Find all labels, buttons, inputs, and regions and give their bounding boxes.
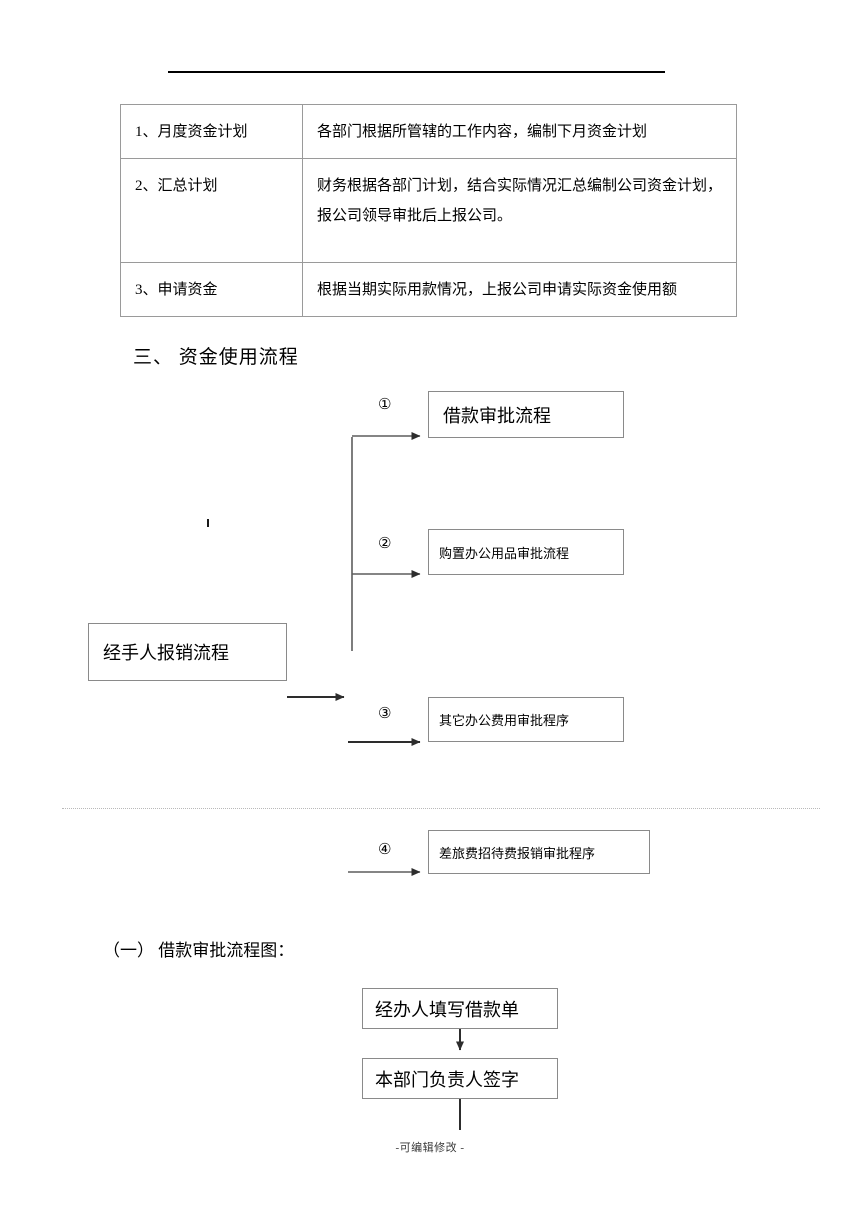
plan-desc-3: 根据当期实际用款情况，上报公司申请实际资金使用额 — [302, 262, 737, 317]
plan-item-2: 2、汇总计划 — [120, 158, 303, 263]
funding-plan-table: 1、月度资金计划 各部门根据所管辖的工作内容，编制下月资金计划 2、汇总计划 财… — [120, 104, 737, 317]
header-rule — [168, 71, 665, 73]
stray-ink-mark — [207, 519, 209, 527]
section-heading: 三、 资金使用流程 — [133, 347, 299, 368]
branch-marker-3: ③ — [378, 704, 392, 722]
flow-box-handler-reimbursement: 经手人报销流程 — [88, 623, 287, 681]
subsection-heading: （一） 借款审批流程图： — [103, 941, 295, 960]
flow-box-label: 购置办公用品审批流程 — [439, 545, 570, 561]
flow-box-label: 其它办公费用审批程序 — [439, 713, 570, 728]
flow-box-label: 差旅费招待费报销审批程序 — [439, 845, 596, 861]
branch-marker-4: ④ — [378, 840, 392, 858]
flow-step-label: 经办人填写借款单 — [375, 999, 519, 1020]
flow-step-fill-loan-form: 经办人填写借款单 — [362, 988, 558, 1029]
branch-marker-2: ② — [378, 534, 392, 552]
flow-box-loan-approval: 借款审批流程 — [428, 391, 624, 438]
branch-marker-1: ① — [378, 395, 392, 413]
plan-desc-2: 财务根据各部门计划，结合实际情况汇总编制公司资金计划，报公司领导审批后上报公司。 — [302, 158, 737, 263]
flow-box-label: 经手人报销流程 — [103, 643, 229, 663]
table-row: 3、申请资金 根据当期实际用款情况，上报公司申请实际资金使用额 — [120, 262, 737, 317]
flow-box-office-supplies: 购置办公用品审批流程 — [428, 529, 624, 575]
plan-item-3: 3、申请资金 — [120, 262, 303, 317]
plan-item-1: 1、月度资金计划 — [120, 104, 303, 159]
flow-step-label: 本部门负责人签字 — [375, 1069, 519, 1090]
flow-step-department-head-sign: 本部门负责人签字 — [362, 1058, 558, 1099]
page-break-divider — [62, 808, 820, 809]
flow-box-other-office-expense: 其它办公费用审批程序 — [428, 697, 624, 742]
plan-desc-1: 各部门根据所管辖的工作内容，编制下月资金计划 — [302, 104, 737, 159]
table-row: 2、汇总计划 财务根据各部门计划，结合实际情况汇总编制公司资金计划，报公司领导审… — [120, 158, 737, 263]
flow-box-label: 借款审批流程 — [443, 405, 551, 426]
table-row: 1、月度资金计划 各部门根据所管辖的工作内容，编制下月资金计划 — [120, 104, 737, 159]
flow-box-travel-entertainment: 差旅费招待费报销审批程序 — [428, 830, 650, 874]
page-footer: -可编辑修改 - — [395, 1142, 465, 1154]
